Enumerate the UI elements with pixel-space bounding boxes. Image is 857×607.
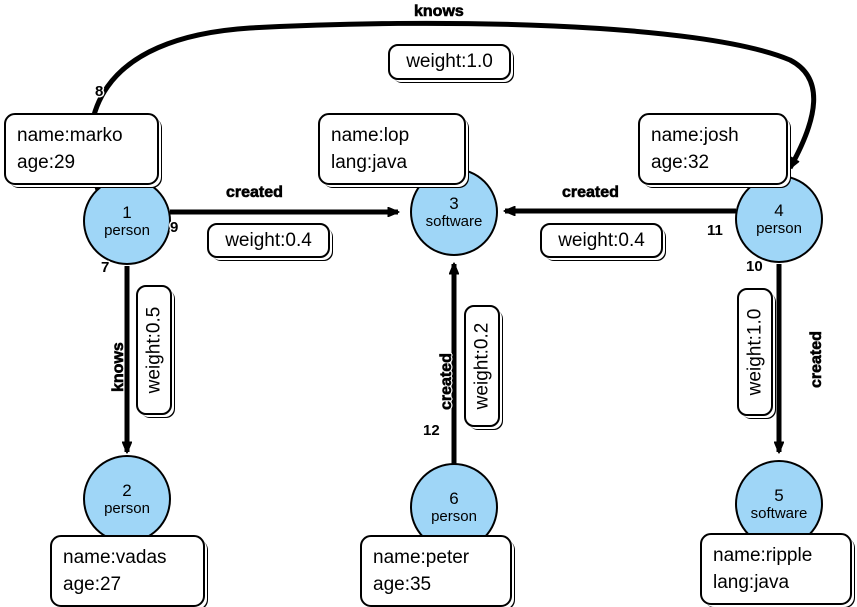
edge-7-weight: weight:0.5: [143, 306, 164, 394]
vertex-1-label: person: [104, 222, 150, 239]
edge-9-id: 9: [170, 219, 179, 236]
vertex-4-properties: name:josh age:32: [638, 113, 788, 185]
vertex-6-properties: name:peter age:35: [360, 535, 512, 607]
vertex-2-properties: name:vadas age:27: [50, 535, 205, 607]
vertex-6-prop-age: age:35: [373, 574, 432, 595]
vertex-1[interactable]: 1 person: [83, 177, 171, 265]
edge-11-weight: weight:0.4: [558, 229, 645, 251]
vertex-1-properties: name:marko age:29: [4, 113, 159, 185]
edge-7-label: knows: [110, 342, 128, 392]
vertex-1-prop-name: name:marko: [17, 125, 123, 146]
edge-11-label: created: [562, 184, 620, 202]
vertex-2-id: 2: [122, 481, 132, 500]
vertex-2[interactable]: 2 person: [83, 455, 171, 543]
vertex-4-id: 4: [774, 201, 784, 220]
edge-8-weight-box: weight:1.0: [388, 44, 511, 80]
vertex-3-prop-name: name:lop: [331, 125, 410, 146]
edge-10-weight: weight:1.0: [744, 308, 765, 396]
vertex-5-prop-lang: lang:java: [713, 572, 790, 593]
edge-12-label: created: [438, 353, 456, 411]
vertex-5-label: software: [750, 505, 808, 522]
vertex-6-label: person: [431, 508, 477, 525]
edge-10-weight-box: weight:1.0: [737, 288, 773, 416]
edge-8-id: 8: [95, 83, 104, 100]
edge-8-label: knows: [414, 3, 464, 21]
vertex-4-label: person: [756, 220, 802, 237]
vertex-2-prop-age: age:27: [63, 574, 122, 595]
vertex-5-properties: name:ripple lang:java: [700, 533, 852, 605]
vertex-4-prop-name: name:josh: [651, 125, 739, 146]
vertex-4[interactable]: 4 person: [735, 175, 823, 263]
vertex-1-prop-age: age:29: [17, 152, 76, 173]
vertex-6-id: 6: [449, 489, 459, 508]
vertex-2-label: person: [104, 500, 150, 517]
vertex-5-prop-name: name:ripple: [713, 545, 813, 566]
edge-10-label: created: [808, 331, 826, 389]
edge-8-weight: weight:1.0: [406, 51, 493, 72]
vertex-2-prop-name: name:vadas: [63, 547, 167, 568]
edge-7-id: 7: [101, 259, 110, 276]
edge-12-weight: weight:0.2: [471, 322, 492, 410]
edge-9-weight: weight:0.4: [225, 229, 312, 251]
vertex-5-id: 5: [774, 486, 784, 505]
vertex-3-properties: name:lop lang:java: [318, 113, 466, 185]
vertex-1-id: 1: [122, 203, 132, 222]
vertex-3-id: 3: [449, 194, 459, 213]
edge-11-weight-box: weight:0.4: [540, 223, 663, 258]
edge-12-id: 12: [423, 422, 440, 439]
edge-9-weight-box: weight:0.4: [207, 223, 330, 258]
edge-9-label: created: [226, 184, 284, 202]
edge-12-weight-box: weight:0.2: [464, 305, 500, 427]
vertex-3-label: software: [425, 213, 483, 230]
edge-7-weight-box: weight:0.5: [136, 285, 172, 415]
vertex-4-prop-age: age:32: [651, 152, 710, 173]
vertex-3-prop-lang: lang:java: [331, 152, 408, 173]
edge-8-knows-path: [87, 20, 817, 191]
edge-11-id: 11: [707, 222, 723, 239]
vertex-6-prop-name: name:peter: [373, 547, 470, 568]
edge-10-id: 10: [746, 258, 763, 275]
